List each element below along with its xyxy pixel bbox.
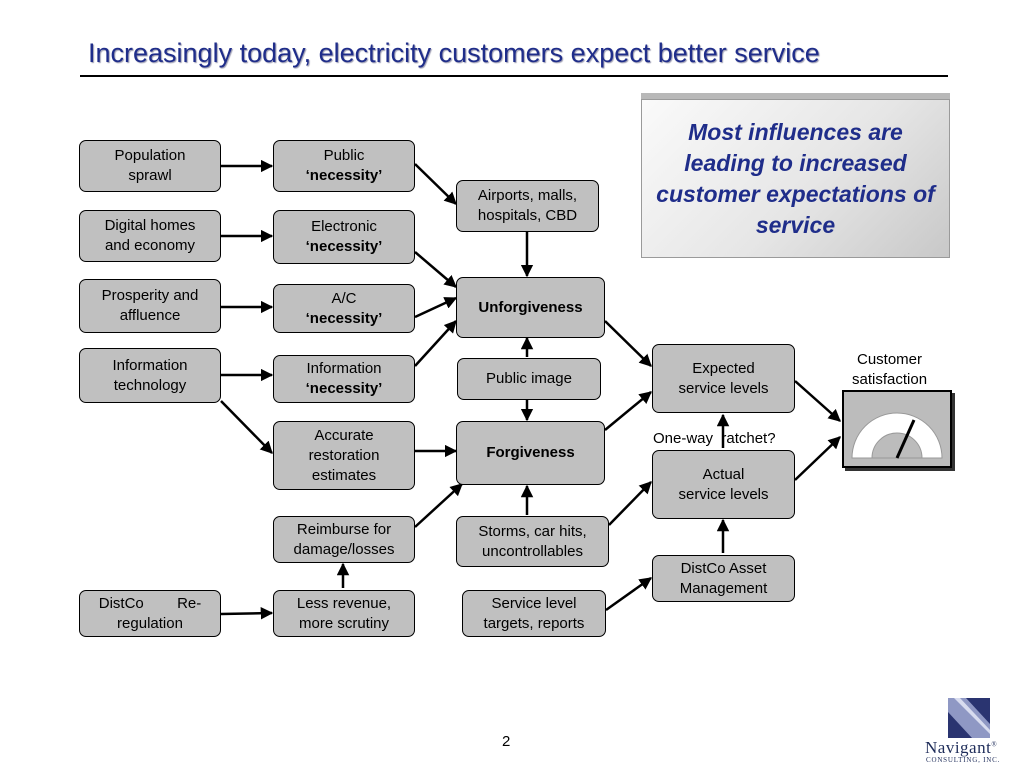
arrow-targets-to-asset: [605, 576, 653, 612]
arrow-expected-to-gauge: [794, 380, 841, 422]
callout-text: Most influences are leading to increased…: [656, 118, 935, 238]
arrow-information-to-unforgiveness: [414, 320, 457, 367]
node-unforgiveness: Unforgiveness: [456, 277, 605, 338]
one-way-ratchet-label: One-way ratchet?: [653, 430, 776, 447]
node-public-necessity: Public‘necessity’: [273, 140, 415, 192]
logo-subtitle: CONSULTING, INC.: [926, 756, 1001, 764]
arrow-public-to-unforgiveness: [414, 163, 457, 205]
arrow-reregulation-to-revenue: [220, 606, 274, 620]
title-divider: [80, 75, 948, 77]
node-electronic-necessity: Electronic‘necessity’: [273, 210, 415, 264]
node-distco-reregulation: DistCo Re-regulation: [79, 590, 221, 637]
callout-box: Most influences are leading to increased…: [641, 99, 950, 258]
node-forgiveness: Forgiveness: [456, 421, 605, 485]
node-information-necessity: Information‘necessity’: [273, 355, 415, 403]
gauge-dial-icon: [851, 412, 943, 459]
navigant-logo-icon: [948, 698, 990, 738]
arrow-electronic-to-unforgiveness: [414, 251, 457, 288]
arrow-storms-to-actual: [608, 481, 652, 526]
arrow-it-to-accurate: [220, 400, 273, 454]
node-ac-necessity: A/C‘necessity’: [273, 284, 415, 333]
logo-wordmark: Navigant®: [925, 738, 998, 757]
page-title: Increasingly today, electricity customer…: [88, 38, 820, 68]
customer-satisfaction-label: Customer satisfaction: [852, 351, 928, 388]
node-public-image: Public image: [457, 358, 601, 400]
arrow-actual-to-gauge: [794, 436, 841, 481]
arrow-ac-to-unforgiveness: [414, 296, 458, 319]
arrow-reimburse-to-forgiveness: [414, 483, 463, 528]
node-airports: Airports, malls,hospitals, CBD: [456, 180, 599, 232]
arrow-forgiveness-to-expected: [604, 391, 652, 431]
satisfaction-gauge: [842, 390, 952, 468]
arrow-unforgiveness-to-expected: [604, 320, 652, 367]
page-number: 2: [502, 733, 511, 750]
node-less-revenue: Less revenue,more scrutiny: [273, 590, 415, 637]
node-storms: Storms, car hits,uncontrollables: [456, 516, 609, 567]
